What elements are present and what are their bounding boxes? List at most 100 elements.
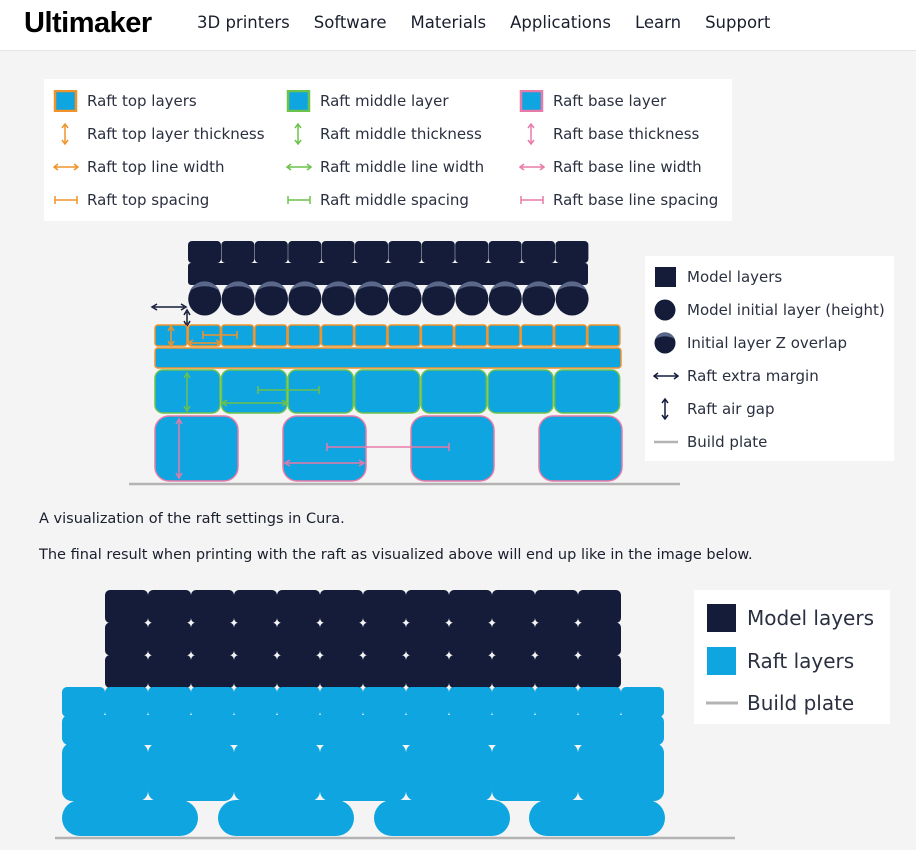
model-layer-cell bbox=[363, 655, 406, 688]
raft-base-cell bbox=[154, 415, 239, 482]
raft-top-cell bbox=[492, 687, 535, 717]
raft-settings-diagram bbox=[129, 241, 680, 486]
z-overlap-cap bbox=[356, 281, 387, 291]
model-layer-cell bbox=[406, 590, 449, 623]
horizontal-arrow-pink-icon bbox=[519, 163, 545, 171]
raft-top-cell bbox=[320, 324, 355, 347]
raft-base-cell bbox=[410, 415, 495, 482]
raft-middle-cell bbox=[354, 369, 421, 414]
square-dark-icon bbox=[655, 267, 676, 287]
legend-raft-top-line-width: Raft top line width bbox=[53, 156, 224, 178]
legend-label: Raft air gap bbox=[687, 400, 775, 418]
model-initial-circle bbox=[288, 282, 322, 316]
model-layer-cell bbox=[148, 622, 191, 656]
model-initial-circle bbox=[388, 282, 422, 316]
middle-thickness-arrow-head bbox=[183, 371, 191, 413]
model-layer-cell bbox=[449, 655, 492, 688]
model-layer-cell bbox=[277, 622, 320, 656]
raft-top-cell bbox=[363, 687, 406, 717]
model-initial-circle bbox=[488, 282, 522, 316]
spacing-green-icon bbox=[287, 196, 311, 204]
model-initial-circle bbox=[221, 282, 255, 316]
legend-label: Raft extra margin bbox=[687, 367, 819, 385]
raft-middle-cell bbox=[487, 369, 554, 414]
model-layer-cell bbox=[191, 590, 234, 623]
model-layer-cell bbox=[234, 622, 277, 656]
legend-raft-middle-spacing: Raft middle spacing bbox=[286, 189, 469, 211]
raft-top-cell bbox=[520, 324, 555, 347]
legend-label: Raft middle layer bbox=[320, 92, 449, 110]
model-layer-cell bbox=[320, 590, 363, 623]
model-layer-cell bbox=[578, 622, 621, 656]
model-layer-cell bbox=[234, 590, 277, 623]
raft-top-cell bbox=[234, 687, 277, 717]
legend-raft-middle-thickness: Raft middle thickness bbox=[286, 123, 482, 145]
model-layer-cell bbox=[355, 241, 388, 263]
nav-support[interactable]: Support bbox=[705, 13, 771, 32]
raft-top-bar bbox=[62, 715, 664, 745]
nav-applications[interactable]: Applications bbox=[510, 13, 611, 32]
square-orange-icon bbox=[53, 90, 78, 112]
circle-dark-icon bbox=[654, 299, 676, 321]
horizontal-arrow-dark-icon bbox=[653, 372, 679, 380]
legend-label: Raft base thickness bbox=[553, 125, 700, 143]
raft-base-cell bbox=[374, 800, 510, 836]
raft-top-cell bbox=[354, 324, 388, 347]
raft-top-cell bbox=[621, 687, 664, 717]
nav-3d-printers[interactable]: 3D printers bbox=[197, 13, 290, 32]
square-dark-icon bbox=[707, 604, 736, 632]
legend-label: Raft layers bbox=[747, 649, 855, 673]
legend-label: Model layers bbox=[747, 606, 875, 630]
z-overlap-cap bbox=[223, 281, 254, 291]
model-initial-circle bbox=[255, 282, 288, 316]
model-layer-bar bbox=[188, 263, 588, 285]
legend-raft-top-spacing: Raft top spacing bbox=[53, 189, 209, 211]
final-result-caption: The final result when printing with the … bbox=[39, 547, 753, 563]
ultimaker-logo[interactable]: Ultimaker bbox=[24, 7, 152, 39]
legend-label: Raft middle thickness bbox=[320, 125, 482, 143]
model-initial-circle bbox=[522, 282, 556, 316]
z-overlap-cap bbox=[456, 281, 487, 291]
vertical-arrow-pink-icon bbox=[527, 123, 535, 145]
raft-middle-cell bbox=[287, 369, 354, 414]
raft-middle-cell bbox=[492, 743, 578, 801]
legend-label: Raft middle line width bbox=[320, 158, 485, 176]
model-initial-circle bbox=[422, 282, 455, 316]
nav-materials[interactable]: Materials bbox=[410, 13, 487, 32]
legend-raft-middle-line-width: Raft middle line width bbox=[286, 156, 484, 178]
raft-middle-cell bbox=[553, 369, 621, 414]
raft-base-cell bbox=[282, 415, 367, 482]
model-layer-cell bbox=[535, 655, 578, 688]
legend-label: Model layers bbox=[687, 268, 783, 286]
result-legend: Model layers Raft layers Build plate bbox=[694, 590, 890, 724]
model-layer-cell bbox=[578, 655, 621, 688]
legend-label: Raft base layer bbox=[553, 92, 667, 110]
model-layer-cell bbox=[363, 590, 406, 623]
line-gray-icon bbox=[654, 440, 678, 444]
base-line-width-arrow-head bbox=[283, 459, 366, 467]
nav-software[interactable]: Software bbox=[313, 13, 387, 32]
legend-raft-base-thickness: Raft base thickness bbox=[519, 123, 699, 145]
raft-base-cell bbox=[218, 800, 354, 836]
raft-top-cell bbox=[553, 324, 588, 347]
legend-label: Raft top layer thickness bbox=[87, 125, 265, 143]
model-initial-circle bbox=[355, 282, 389, 316]
z-overlap-cap bbox=[557, 281, 588, 291]
raft-top-cell bbox=[406, 687, 449, 717]
model-initial-circle bbox=[455, 282, 489, 316]
legend-raft-base-layer: Raft base layer bbox=[519, 90, 666, 112]
nav-learn[interactable]: Learn bbox=[634, 13, 682, 32]
legend-model-initial-layer: Model initial layer (height) bbox=[653, 299, 885, 321]
raft-top-cell bbox=[487, 324, 521, 347]
legend-label: Build plate bbox=[687, 433, 768, 451]
model-initial-circle bbox=[555, 282, 589, 316]
model-layer-cell bbox=[288, 241, 322, 263]
raft-top-cell bbox=[453, 324, 488, 347]
raft-top-cell bbox=[277, 687, 320, 717]
model-layer-cell bbox=[105, 622, 148, 656]
model-layer-cell bbox=[321, 241, 355, 263]
model-layer-cell bbox=[421, 241, 455, 263]
model-layer-cell bbox=[522, 241, 555, 263]
model-initial-circle bbox=[321, 282, 355, 316]
model-layer-cell bbox=[492, 622, 535, 656]
